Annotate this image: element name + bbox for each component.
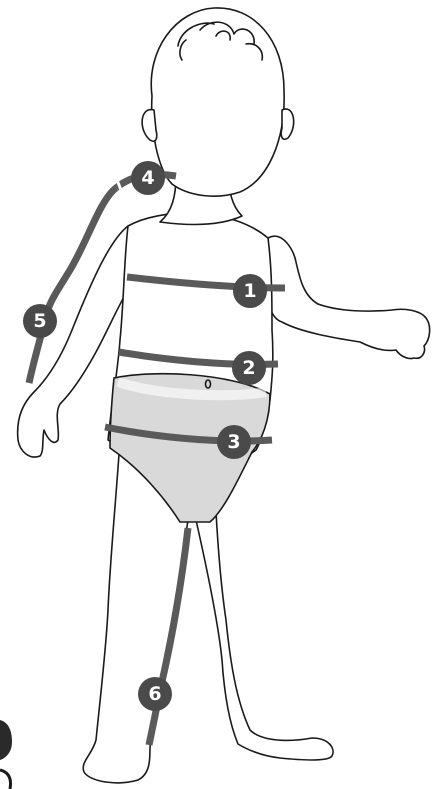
marker-6-label: 6 [148, 683, 161, 705]
marker-2-label: 2 [242, 357, 255, 379]
marker-3: 3 [217, 425, 251, 459]
marker-4-label: 4 [141, 167, 154, 189]
marker-3-label: 3 [227, 431, 240, 453]
marker-2: 2 [232, 351, 266, 385]
marker-5: 5 [23, 304, 57, 338]
partial-adjacent-figure [0, 720, 12, 789]
marker-4: 4 [131, 161, 165, 195]
child-body-outline [18, 8, 430, 783]
marker-1: 1 [233, 274, 267, 308]
marker-6: 6 [138, 677, 172, 711]
marker-5-label: 5 [33, 310, 46, 332]
marker-1-label: 1 [243, 280, 256, 302]
